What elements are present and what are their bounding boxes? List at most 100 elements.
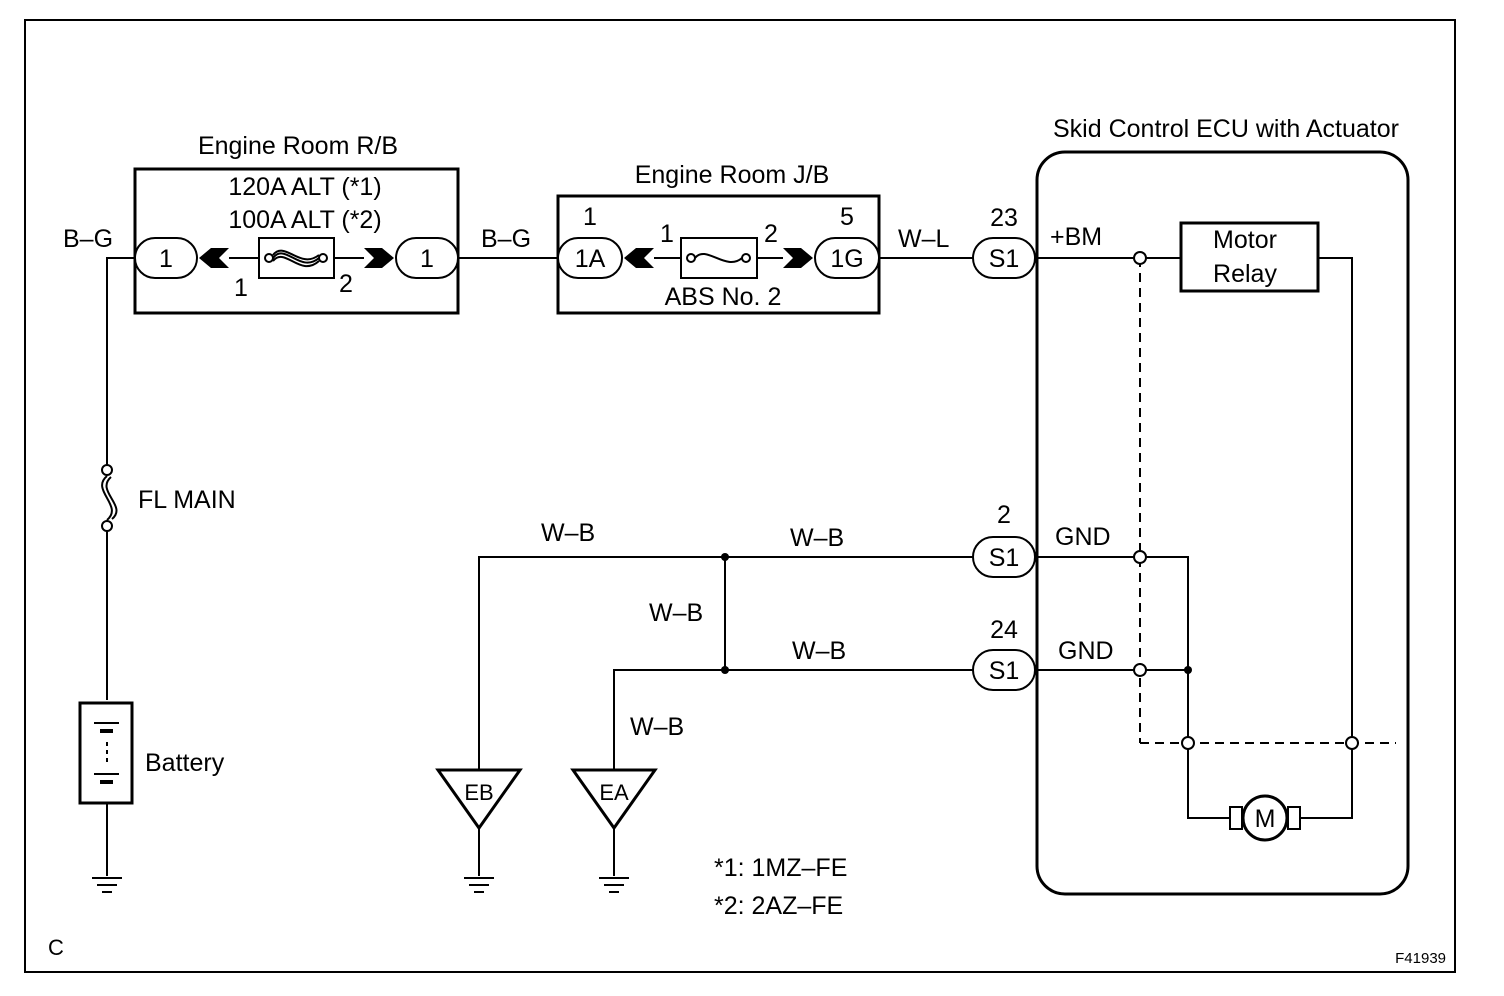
fuse-terminal bbox=[741, 253, 751, 263]
pin-label: 2 bbox=[764, 220, 778, 248]
skid-control-ecu: Skid Control ECU with Actuator Motor Rel… bbox=[1035, 115, 1410, 896]
splice-point bbox=[721, 666, 729, 674]
corner-letter: C bbox=[48, 935, 64, 960]
wire-internal-gnd1 bbox=[1037, 556, 1232, 819]
ecu-title: Skid Control ECU with Actuator bbox=[1053, 115, 1399, 143]
terminal-point bbox=[1181, 736, 1195, 750]
fuse-link-icon bbox=[694, 252, 743, 264]
battery-label: Battery bbox=[145, 749, 225, 777]
wire-label-ground-gnd1: W–B bbox=[790, 524, 844, 552]
ground-symbol-icon bbox=[599, 877, 629, 893]
relay-box-fuse-label-2: 100A ALT (*2) bbox=[228, 206, 381, 234]
pin-label: 23 bbox=[990, 204, 1018, 232]
wire-label-ground-ea: W–B bbox=[630, 713, 684, 741]
wire-label-ground-eb: W–B bbox=[541, 519, 595, 547]
fl-main-fuse: FL MAIN bbox=[101, 464, 236, 532]
ground-triangle-icon bbox=[570, 768, 658, 831]
relay-box-outline bbox=[133, 167, 460, 315]
ground-triangle-icon bbox=[435, 768, 523, 831]
engine-room-junction-box: Engine Room J/B 1 5 1A 1G 1 2 ABS No. 2 bbox=[556, 161, 881, 315]
engine-room-relay-box: Engine Room R/B 120A ALT (*1) 100A ALT (… bbox=[133, 132, 460, 315]
arrow-left-icon bbox=[624, 248, 654, 268]
ecu-outline bbox=[1035, 150, 1410, 896]
motor-label: M bbox=[1255, 805, 1276, 833]
arrow-right-icon bbox=[364, 248, 394, 268]
pin-label: 2 bbox=[339, 270, 353, 298]
arrow-right-icon bbox=[783, 248, 813, 268]
fuse-link-icon bbox=[272, 255, 320, 268]
motor-relay-label-1: Motor bbox=[1213, 226, 1277, 254]
diagram-frame bbox=[24, 19, 1456, 973]
fuse-link-icon bbox=[272, 252, 320, 264]
connector-s1 bbox=[972, 536, 1036, 578]
terminal-gnd2-label: GND bbox=[1058, 637, 1114, 665]
ground-point-eb: EB bbox=[435, 768, 523, 893]
connector-rb-right bbox=[395, 237, 459, 279]
pin-label: 2 bbox=[997, 501, 1011, 529]
fuse-terminal bbox=[318, 253, 328, 263]
connector-s1 bbox=[972, 649, 1036, 691]
ecu-connector-s1-24: 24 S1 bbox=[972, 616, 1036, 691]
wire-label-rb-to-jb: B–G bbox=[481, 225, 531, 253]
connector-rb-left-label: 1 bbox=[159, 245, 173, 273]
connector-s1-label: S1 bbox=[989, 657, 1020, 685]
terminal-point bbox=[1345, 736, 1359, 750]
wire-ground-ea bbox=[613, 669, 973, 770]
ground-symbol-icon bbox=[92, 877, 122, 893]
ground-ea-label: EA bbox=[599, 780, 629, 805]
wire-label-jb-to-ecu: W–L bbox=[898, 225, 950, 253]
ground-point-ea: EA bbox=[570, 768, 658, 893]
connector-jb-right-label: 1G bbox=[830, 245, 863, 273]
motor-relay-label-2: Relay bbox=[1213, 260, 1277, 288]
wire-internal-relay-out bbox=[1300, 257, 1353, 819]
connector-jb-left bbox=[557, 237, 623, 279]
ground-eb-label: EB bbox=[464, 780, 493, 805]
relay-box-title: Engine Room R/B bbox=[198, 132, 398, 160]
footnote-1: *1: 1MZ–FE bbox=[714, 854, 847, 882]
fuse-link-icon bbox=[101, 475, 113, 521]
terminal-bm-label: +BM bbox=[1050, 223, 1102, 251]
terminal-point bbox=[1133, 663, 1147, 677]
connector-rb-right-label: 1 bbox=[420, 245, 434, 273]
motor-icon: M bbox=[1229, 794, 1301, 842]
fuse-terminal bbox=[101, 520, 113, 532]
wire-ground-eb bbox=[478, 556, 973, 770]
battery: Battery bbox=[78, 701, 225, 893]
connector-s1-label: S1 bbox=[989, 544, 1020, 572]
pin-label: 24 bbox=[990, 616, 1018, 644]
fuse-terminal bbox=[101, 464, 113, 476]
terminal-gnd1-label: GND bbox=[1055, 523, 1111, 551]
connector-s1 bbox=[972, 237, 1036, 279]
ecu-connector-s1-23: 23 S1 bbox=[972, 204, 1036, 279]
fuse-link-icon bbox=[272, 249, 320, 261]
fl-main-label: FL MAIN bbox=[138, 486, 236, 514]
footnote-2: *2: 2AZ–FE bbox=[714, 892, 843, 920]
motor-relay-box bbox=[1179, 221, 1320, 293]
connector-jb-right bbox=[814, 237, 880, 279]
arrow-left-icon bbox=[199, 248, 229, 268]
pin-label: 1 bbox=[660, 220, 674, 248]
fuse-alt-box bbox=[258, 237, 335, 279]
pin-label: 1 bbox=[234, 274, 248, 302]
connector-s1-label: S1 bbox=[989, 245, 1020, 273]
connector-jb-left-label: 1A bbox=[575, 245, 606, 273]
splice-point bbox=[1184, 666, 1192, 674]
ground-symbol-icon bbox=[464, 877, 494, 893]
fuse-link-icon bbox=[105, 476, 118, 520]
splice-point bbox=[721, 553, 729, 561]
junction-box-title: Engine Room J/B bbox=[635, 161, 830, 189]
pin-label: 1 bbox=[583, 203, 597, 231]
ecu-connector-s1-2: 2 S1 bbox=[972, 501, 1036, 578]
fuse-terminal bbox=[264, 253, 274, 263]
fuse-abs-box bbox=[680, 237, 758, 279]
wire-label-ground-bridge: W–B bbox=[649, 599, 703, 627]
wire-battery-feed bbox=[106, 257, 135, 700]
connector-rb-left bbox=[134, 237, 198, 279]
relay-box-fuse-label-1: 120A ALT (*1) bbox=[228, 173, 381, 201]
wire-label-battery-feed: B–G bbox=[63, 225, 113, 253]
wire-label-ground-gnd2: W–B bbox=[792, 637, 846, 665]
terminal-point bbox=[1133, 550, 1147, 564]
figure-code: F41939 bbox=[1395, 950, 1446, 967]
fuse-abs-label: ABS No. 2 bbox=[665, 283, 782, 311]
